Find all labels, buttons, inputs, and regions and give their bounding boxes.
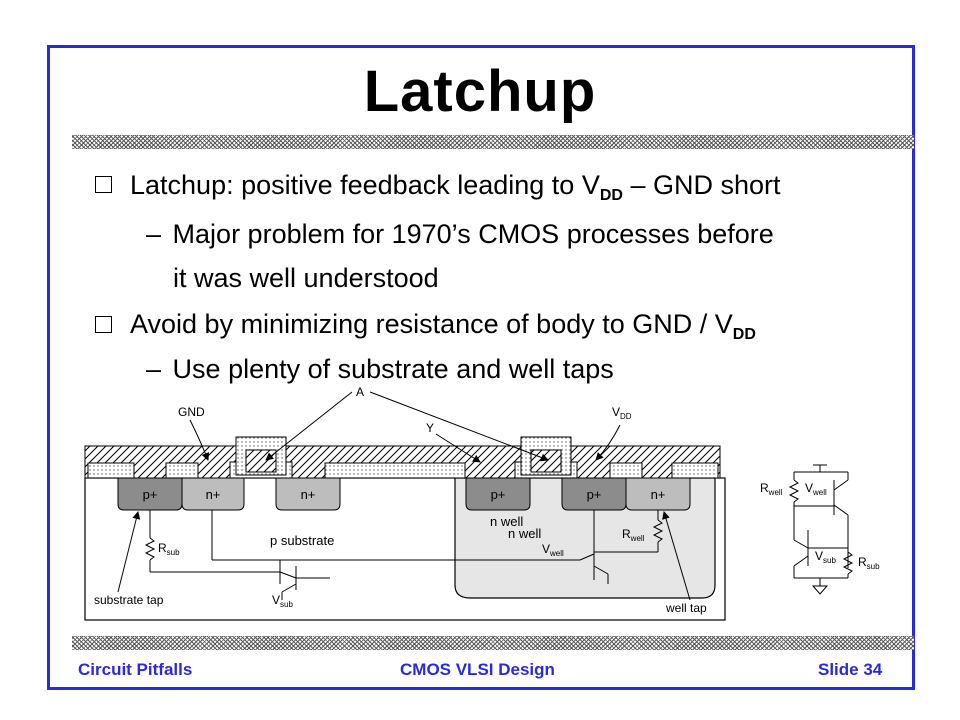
footer-center: CMOS VLSI Design xyxy=(400,660,555,679)
svg-text:n+: n+ xyxy=(206,487,221,502)
substrate-tap-label: substrate tap xyxy=(94,593,164,607)
svg-text:p+: p+ xyxy=(587,487,602,502)
svg-text:Rsub: Rsub xyxy=(158,541,180,557)
subbullet-2: – Use plenty of substrate and well taps xyxy=(146,354,614,385)
slide-title: Latchup xyxy=(363,59,597,124)
subbullet-2-dash: – xyxy=(146,354,162,384)
gate-right xyxy=(514,436,578,479)
n-well-label-2: n well xyxy=(490,514,523,529)
bullet-2-subscript: DD xyxy=(732,326,756,343)
subbullet-1-text: Major problem for 1970’s CMOS processes … xyxy=(172,219,774,249)
bullet-1-suffix: – GND short xyxy=(622,170,781,200)
footer-divider xyxy=(72,636,914,650)
diffusion-p-plus-3: p+ xyxy=(561,477,627,511)
bullet-1-subscript: DD xyxy=(599,187,623,204)
bullet-1-text: Latchup: positive feedback leading to V xyxy=(130,170,600,200)
svg-text:Vsub: Vsub xyxy=(272,593,293,609)
diffusion-n-plus-1: n+ xyxy=(181,477,245,511)
svg-text:Vwell: Vwell xyxy=(805,481,827,497)
subbullet-1: – Major problem for 1970’s CMOS processe… xyxy=(146,219,774,250)
svg-text:p+: p+ xyxy=(491,487,506,502)
bullet-1: Latchup: positive feedback leading to VD… xyxy=(130,170,780,205)
svg-text:p+: p+ xyxy=(143,487,158,502)
subbullet-1-dash: – xyxy=(146,219,162,249)
field-oxide-blocks xyxy=(87,462,719,479)
svg-text:n+: n+ xyxy=(301,487,316,502)
svg-text:Rwell: Rwell xyxy=(760,481,783,497)
svg-text:Rwell: Rwell xyxy=(622,527,645,543)
y-label: Y xyxy=(426,421,434,435)
subbullet-2-text: Use plenty of substrate and well taps xyxy=(172,354,614,384)
bullet-square-icon xyxy=(95,316,112,333)
diffusion-p-plus-2: p+ xyxy=(465,477,531,511)
equivalent-circuit-labels: Rwell Vwell Vsub Rsub xyxy=(760,481,880,571)
svg-text:n+: n+ xyxy=(651,487,666,502)
diffusion-n-plus-2: n+ xyxy=(275,477,341,511)
equivalent-circuit xyxy=(788,464,854,595)
bullet-2-text: Avoid by minimizing resistance of body t… xyxy=(130,309,733,339)
vdd-label: VDD xyxy=(612,405,632,421)
svg-text:Rsub: Rsub xyxy=(858,555,880,571)
gate-left xyxy=(229,436,293,479)
parasitic-circuit xyxy=(144,510,664,600)
p-substrate-label: p substrate xyxy=(270,533,334,548)
footer-right: Slide 34 xyxy=(818,660,883,679)
diffusion-p-plus-1: p+ xyxy=(117,477,183,511)
title-divider xyxy=(72,135,914,149)
slide-frame xyxy=(47,45,915,690)
gnd-label: GND xyxy=(178,405,205,419)
n-well-label: n well xyxy=(508,526,541,541)
diagram-top-labels: GND A Y VDD xyxy=(178,385,632,463)
parasitic-circuit-labels: Rsub Rwell Vwell Vsub substrate tap well… xyxy=(94,511,707,615)
svg-text:Vwell: Vwell xyxy=(542,542,564,558)
diffusion-n-plus-3: n+ xyxy=(625,477,691,511)
a-label: A xyxy=(356,385,364,399)
svg-text:Vsub: Vsub xyxy=(815,549,836,565)
bullet-2: Avoid by minimizing resistance of body t… xyxy=(130,309,756,344)
well-tap-label: well tap xyxy=(665,601,707,615)
footer-left: Circuit Pitfalls xyxy=(78,660,193,679)
bullet-square-icon xyxy=(95,176,112,193)
subbullet-1-continued: it was well understood xyxy=(173,263,439,293)
